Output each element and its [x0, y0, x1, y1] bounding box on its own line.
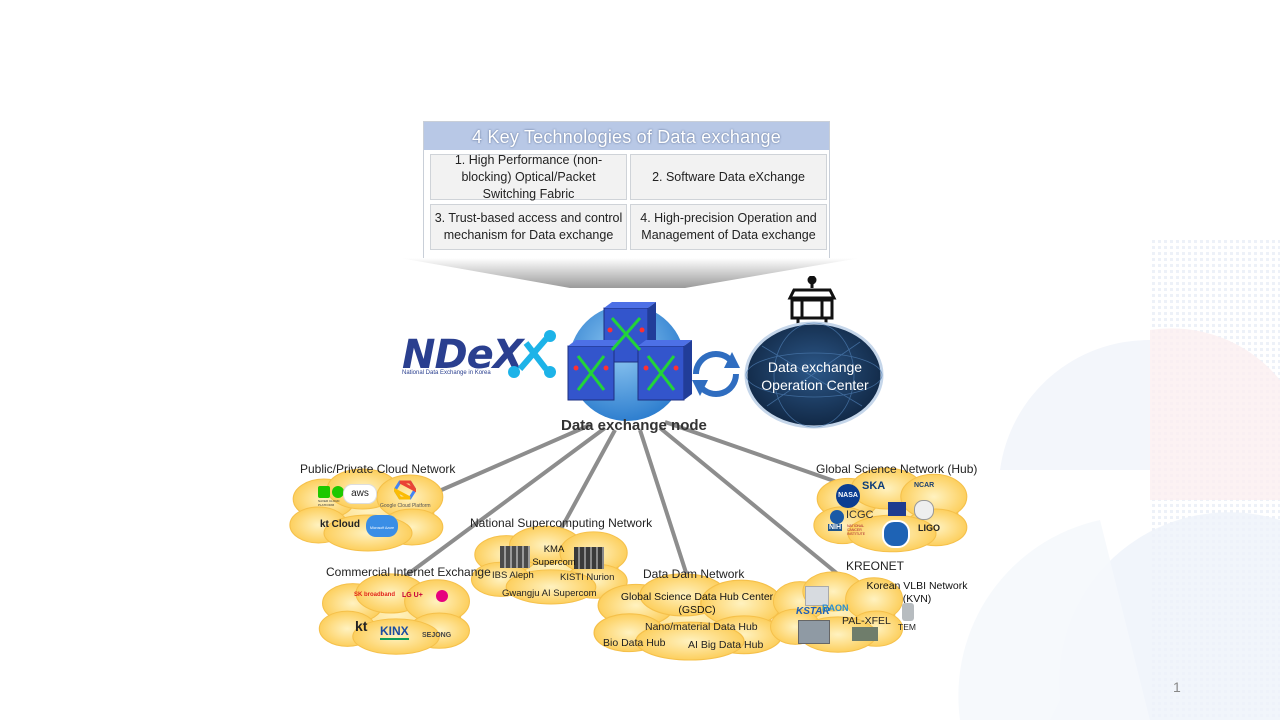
- icgc-logo: ICGC: [846, 509, 874, 521]
- naver-cloud-caption: NAVER CLOUD PLATFORM: [318, 499, 340, 507]
- supercomputer-image-1: [500, 546, 530, 568]
- key-technologies-title: 4 Key Technologies of Data exchange: [424, 122, 829, 150]
- kt-cloud-logo: kt Cloud: [320, 519, 360, 530]
- nano-material-hub-label: Nano/material Data Hub: [645, 621, 758, 633]
- key-tech-item-1: 1. High Performance (non-blocking) Optic…: [430, 153, 627, 201]
- tem-image: [902, 603, 914, 621]
- kma-supercom-label: KMA Supercom: [532, 544, 576, 568]
- gsdc-label: Global Science Data Hub Center (GSDC): [620, 591, 774, 616]
- ndex-logo: NDeX National Data Exchange in Korea: [402, 330, 562, 382]
- commercial-exchange-title: Commercial Internet Exchange: [326, 565, 491, 579]
- nci-caption: NATIONAL CANCER INSTITUTE: [847, 524, 866, 536]
- azure-caption: Microsoft Azure: [370, 526, 395, 530]
- sk-broadband-logo: SK broadband: [354, 592, 396, 598]
- kisti-nurion-label: KISTI Nurion: [560, 572, 615, 583]
- kstar-logo: KSTAR: [796, 606, 830, 617]
- ndex-x-mark: [508, 330, 556, 378]
- key-tech-item-4: 4. High-precision Operation and Manageme…: [630, 204, 827, 250]
- ibs-aleph-label: IBS Aleph: [492, 570, 534, 581]
- ligo-logo: LIGO: [918, 523, 940, 533]
- google-cloud-icon: [394, 480, 416, 500]
- key-technologies-panel: 4 Key Technologies of Data exchange 1. H…: [423, 121, 830, 259]
- ncar-logo: NCAR: [914, 482, 935, 489]
- gwangju-ai-supercom-label: Gwangju AI Supercom: [502, 588, 597, 599]
- supercomputing-network-title: National Supercomputing Network: [470, 516, 653, 530]
- sync-arrows-icon: [692, 351, 740, 397]
- nih-logo: NIH: [828, 524, 843, 531]
- naver-cloud-logo-dot: [332, 486, 344, 498]
- ndex-logo-tagline: National Data Exchange in Korea: [402, 370, 491, 376]
- operation-center-label: Data exchange Operation Center: [752, 358, 878, 394]
- kvn-image: [805, 586, 829, 606]
- icgc-icon: [830, 510, 844, 524]
- operation-center-icon: [744, 276, 884, 429]
- einstein-image: [914, 500, 934, 520]
- global-science-network-title: Global Science Network (Hub): [816, 462, 978, 476]
- key-tech-item-2: 2. Software Data eXchange: [630, 154, 827, 200]
- ska-logo: SKA: [862, 480, 886, 492]
- naver-cloud-logo: [318, 486, 330, 498]
- datadam-network-title: Data Dam Network: [643, 567, 745, 581]
- sejong-logo: SEJONG: [422, 632, 452, 639]
- kreonet-title: KREONET: [846, 559, 905, 573]
- cloud-public-private: [289, 468, 444, 552]
- lg-uplus-logo: LG U+: [402, 592, 423, 599]
- operation-center-line1: Data exchange: [767, 359, 863, 375]
- azure-cloud-icon: [366, 515, 398, 537]
- pal-xfel-label: PAL-XFEL: [842, 615, 891, 627]
- ai-big-data-hub-label: AI Big Data Hub: [688, 639, 764, 651]
- funnel-arrow: [400, 258, 860, 288]
- kvn-label: Korean VLBI Network (KVN): [866, 580, 968, 605]
- supercomputer-image-2: [574, 547, 604, 569]
- data-exchange-node-label: Data exchange node: [561, 417, 707, 434]
- noaa-logo: [882, 520, 910, 548]
- belle-logo-icon: [888, 502, 906, 516]
- kreonet-facility-image: [798, 620, 830, 644]
- operation-center-line2: Operation Center: [761, 377, 869, 393]
- cloud-commercial: [318, 573, 470, 655]
- data-exchange-node-icon: [567, 302, 692, 421]
- ndex-logo-text: NDeX: [402, 332, 524, 378]
- kinx-logo: KINX: [380, 624, 409, 640]
- kt-logo: kt: [355, 618, 368, 634]
- nasa-logo: NASA: [836, 484, 860, 508]
- bio-data-hub-label: Bio Data Hub: [603, 637, 666, 649]
- aws-logo: aws: [343, 484, 377, 504]
- page-number: 1: [1173, 679, 1181, 695]
- cloud-network-title: Public/Private Cloud Network: [300, 462, 456, 476]
- raon-logo: RAON: [822, 603, 849, 613]
- google-cloud-caption: Google Cloud Platform: [380, 503, 431, 509]
- key-tech-item-3: 3. Trust-based access and control mechan…: [430, 204, 627, 250]
- lg-uplus-icon: [436, 590, 448, 602]
- pal-xfel-image: [852, 627, 878, 641]
- tem-label: TEM: [898, 622, 916, 632]
